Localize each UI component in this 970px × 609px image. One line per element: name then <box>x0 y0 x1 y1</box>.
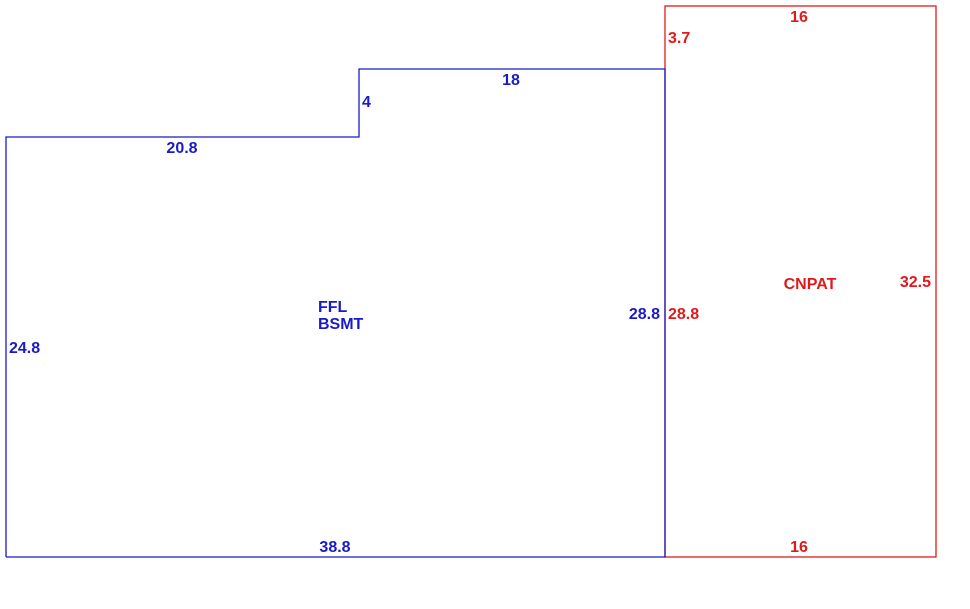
ffl-dim-left: 24.8 <box>9 340 40 357</box>
ffl-dim-lower-top: 20.8 <box>166 140 197 157</box>
cnpat-dim-top: 16 <box>790 9 808 26</box>
cnpat-label: CNPAT <box>784 276 837 293</box>
cnpat-dim-left: 28.8 <box>668 306 699 323</box>
ffl-bsmt-label-line2: BSMT <box>318 316 364 333</box>
cnpat-dim-offset: 3.7 <box>668 30 690 47</box>
ffl-dim-bottom: 38.8 <box>319 539 350 556</box>
ffl-bsmt-label-line1: FFL <box>318 299 348 316</box>
cnpat-dim-right: 32.5 <box>900 274 931 291</box>
ffl-bsmt-outline[interactable] <box>5 68 666 558</box>
cnpat-dim-bottom: 16 <box>790 539 808 556</box>
ffl-dim-right: 28.8 <box>629 306 660 323</box>
ffl-dim-step: 4 <box>362 94 371 111</box>
ffl-dim-upper-top: 18 <box>502 72 520 89</box>
